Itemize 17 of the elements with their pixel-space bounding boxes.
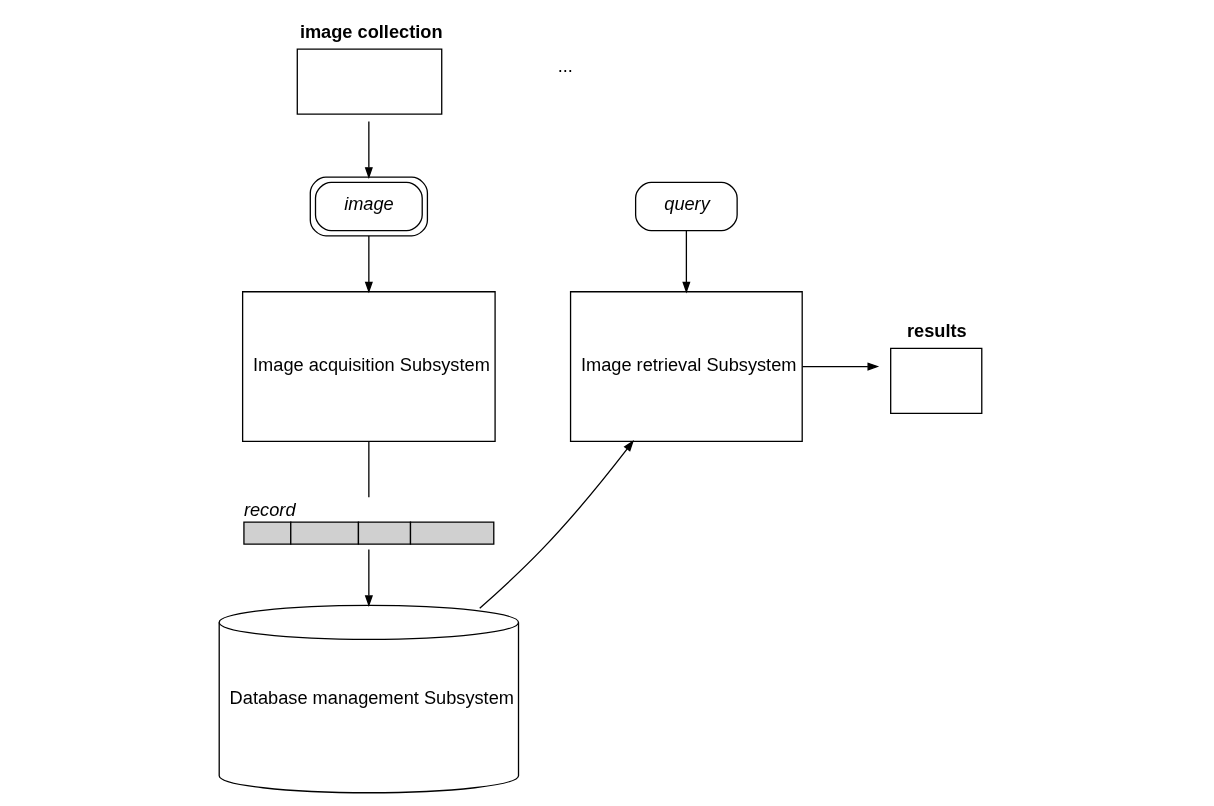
node-box: Image acquisition Subsystem <box>242 291 496 443</box>
node-box: image <box>309 176 429 237</box>
arrow <box>364 548 373 608</box>
arrow <box>801 362 880 371</box>
arrow <box>364 120 373 179</box>
node-box: query <box>635 181 738 232</box>
node-box: Image retrieval Subsystem <box>569 291 803 443</box>
connector <box>368 441 370 498</box>
node-box <box>890 347 983 415</box>
arrow <box>479 440 634 609</box>
node-box <box>296 48 443 115</box>
arrow <box>682 230 691 294</box>
node-label: image collection <box>299 21 443 42</box>
node-label: record <box>243 499 296 520</box>
arrow <box>364 235 373 294</box>
node-label: results <box>906 320 967 341</box>
label: ... <box>557 56 573 77</box>
